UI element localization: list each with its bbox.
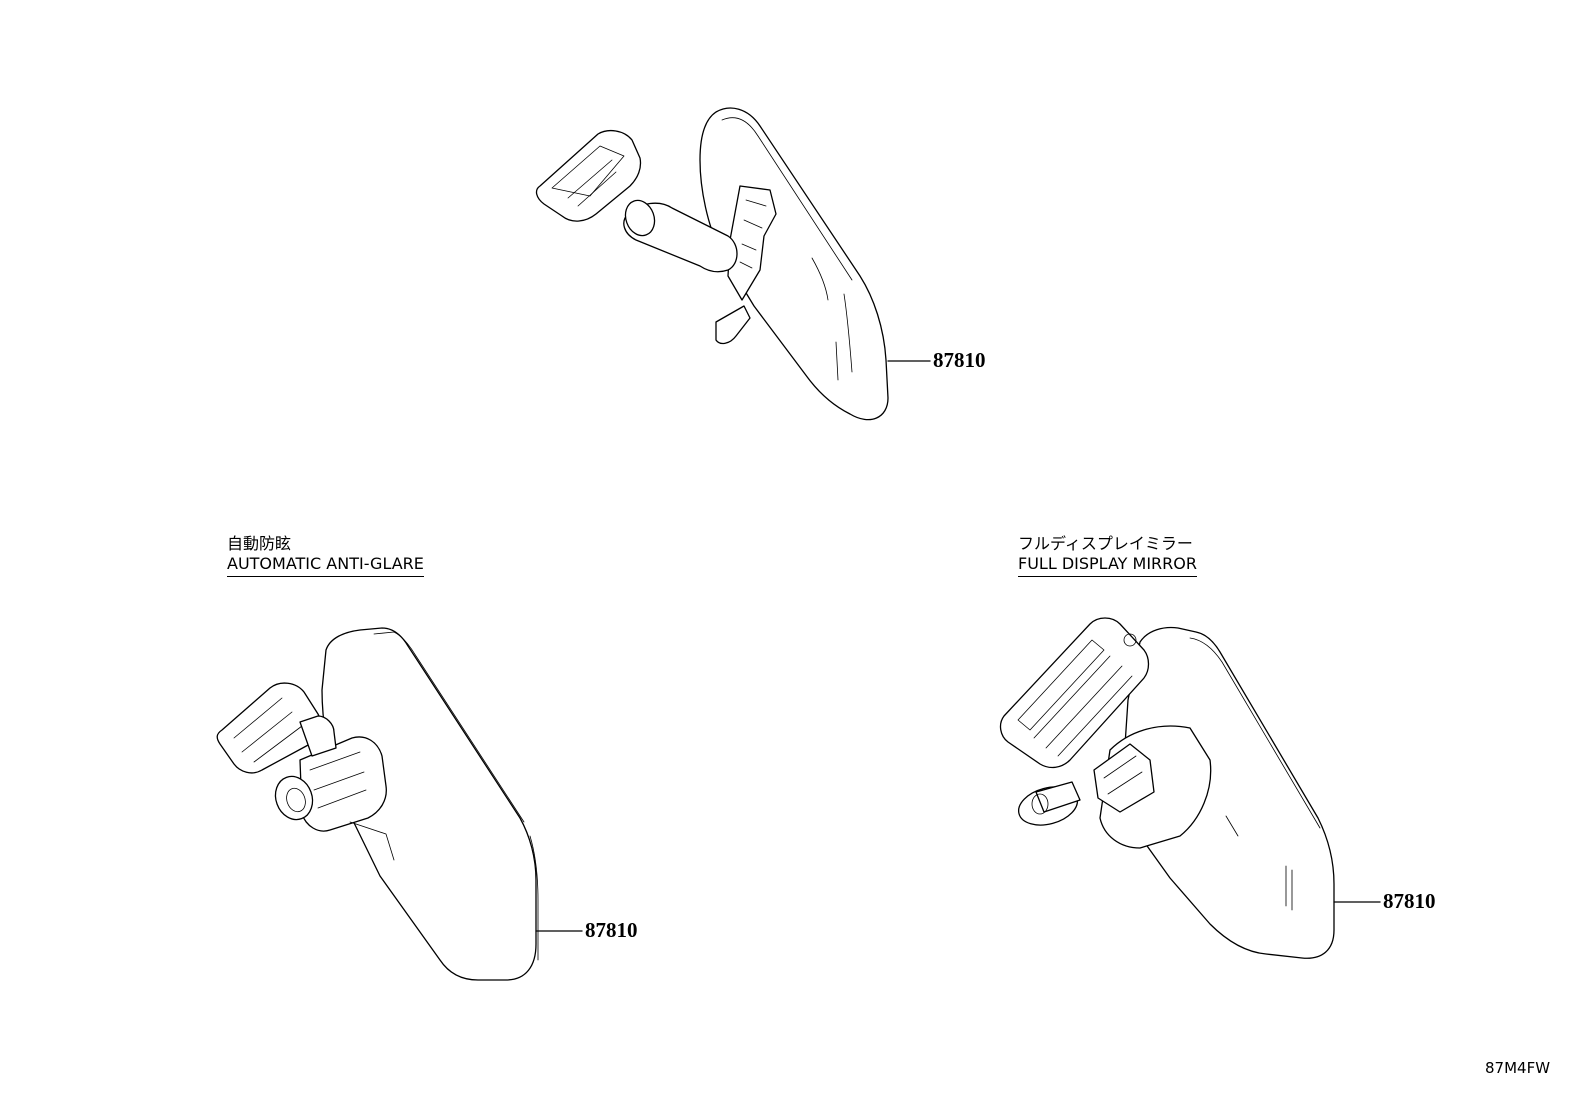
caption-auto-anti-glare: 自動防眩 AUTOMATIC ANTI-GLARE: [227, 534, 424, 577]
caption-auto-anti-glare-en: AUTOMATIC ANTI-GLARE: [227, 554, 424, 577]
part-number-top[interactable]: 87810: [933, 348, 986, 372]
caption-auto-anti-glare-ja: 自動防眩: [227, 534, 292, 553]
top-mirror-illustration: [535, 107, 931, 421]
part-number-full-display[interactable]: 87810: [1383, 889, 1436, 913]
caption-full-display-en: FULL DISPLAY MIRROR: [1018, 554, 1197, 577]
caption-full-display: フルディスプレイミラー FULL DISPLAY MIRROR: [1018, 534, 1197, 577]
caption-full-display-ja: フルディスプレイミラー: [1018, 534, 1193, 553]
illustration-code: 87M4FW: [1485, 1059, 1551, 1077]
auto-anti-glare-illustration: [216, 627, 583, 981]
full-display-mirror-illustration: [999, 617, 1381, 959]
part-number-auto-anti-glare[interactable]: 87810: [585, 918, 638, 942]
